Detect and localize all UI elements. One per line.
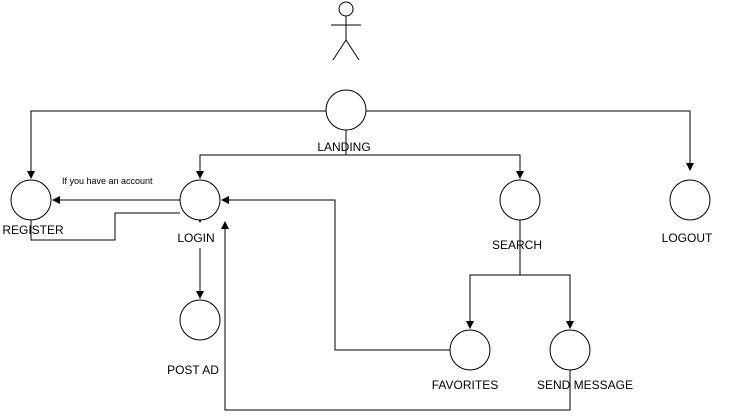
edges — [27, 110, 694, 411]
edge-landing-search — [346, 154, 524, 179]
edge-search-favorites — [466, 274, 520, 329]
node-landing-label: LANDING — [317, 140, 370, 154]
node-register[interactable]: REGISTER — [2, 179, 64, 237]
node-logout-label: LOGOUT — [662, 231, 713, 245]
user-actor-icon — [331, 1, 361, 61]
node-favorites-label: FAVORITES — [432, 378, 498, 392]
edge-landing-logout — [366, 110, 694, 171]
node-login-label: LOGIN — [177, 231, 214, 245]
edge-label-if-account: If you have an account — [62, 176, 153, 186]
node-post-ad[interactable]: POST AD — [167, 299, 221, 377]
edge-search-sendmessage — [520, 274, 574, 329]
node-landing[interactable]: LANDING — [317, 89, 371, 154]
edge-landing-register — [27, 110, 326, 179]
node-post-ad-label: POST AD — [167, 363, 219, 377]
node-register-label: REGISTER — [2, 223, 64, 237]
node-send-message-label: SEND MESSAGE — [537, 378, 633, 392]
node-search[interactable]: SEARCH — [492, 179, 542, 252]
node-login[interactable]: LOGIN — [177, 179, 221, 245]
node-send-message[interactable]: SEND MESSAGE — [537, 329, 633, 392]
edge-sendmessage-login — [221, 221, 571, 411]
edge-landing-login — [196, 154, 346, 179]
node-favorites[interactable]: FAVORITES — [432, 329, 498, 392]
node-logout[interactable]: LOGOUT — [662, 179, 713, 245]
node-search-label: SEARCH — [492, 238, 542, 252]
edge-register-login — [30, 212, 180, 241]
edge-favorites-login — [221, 196, 450, 351]
